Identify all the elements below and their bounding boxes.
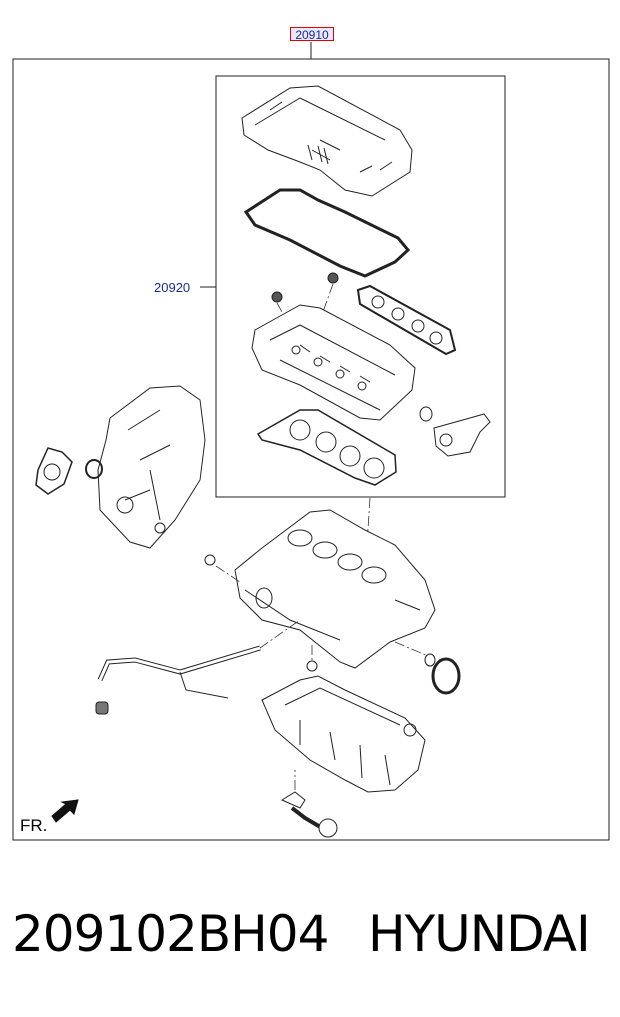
front-direction-label: FR. [20,816,48,835]
rear-oil-seal [394,641,461,695]
front-direction-arrow [51,799,79,823]
caption-bar: 209102BH04 HYUNDAI [0,905,620,975]
timing-cover [97,385,206,549]
dipstick-tube [95,619,301,715]
cylinder-head-cover [241,85,413,197]
manifold-gasket [356,284,457,356]
part-number-caption: 209102BH04 [12,905,329,963]
oil-strainer [280,770,338,838]
cylinder-head-gasket [256,409,397,486]
sub-part-callout[interactable]: 20920 [154,280,191,295]
water-outlet [419,406,491,457]
front-seal-gasket [35,447,103,495]
cylinder-block [234,509,436,669]
valve-cover-gasket [243,188,411,278]
brand-caption: HYUNDAI [368,905,591,963]
main-part-callout[interactable]: 20910 [290,27,334,42]
oil-pan [261,675,426,793]
cylinder-head [251,304,416,421]
exploded-parts-diagram [12,42,610,841]
